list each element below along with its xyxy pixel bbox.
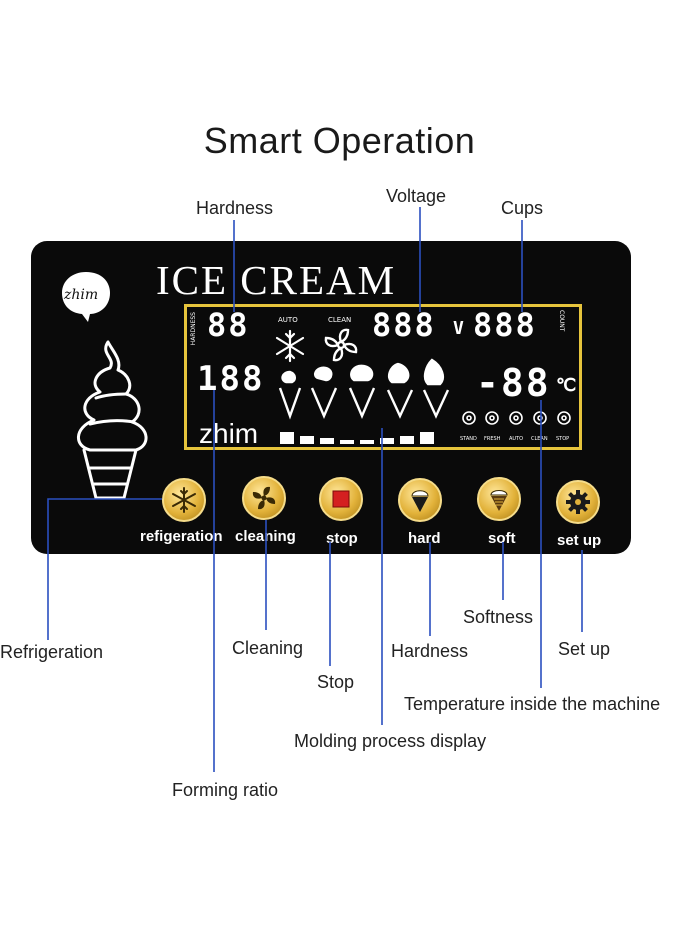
soft-cone-icon — [490, 490, 508, 511]
callout-softness: Softness — [463, 607, 534, 627]
stop-square-icon — [332, 490, 350, 508]
setup-button-label: set up — [557, 532, 602, 549]
cups-readout: 888 — [473, 306, 537, 344]
status-icons — [462, 411, 571, 425]
soft-button-label: soft — [488, 530, 516, 547]
molding-cones-icon — [278, 358, 450, 420]
snowflake-icon — [275, 329, 305, 363]
panel-brand: ICE CREAM — [156, 257, 397, 303]
lcd-logo: zhim — [199, 418, 259, 449]
refrigeration-button-label: refigeration — [140, 528, 223, 545]
voltage-readout: 888 — [372, 306, 436, 344]
status-clean: CLEAN — [531, 436, 548, 442]
cleaning-button[interactable] — [242, 476, 286, 520]
molding-progress-bars — [280, 432, 434, 444]
gear-icon — [566, 490, 590, 514]
callout-refrigeration: Refrigeration — [0, 642, 104, 662]
stop-button-label: stop — [326, 530, 358, 547]
ice-cream-cone-icon — [77, 340, 148, 500]
fan-icon — [252, 486, 276, 510]
cups-side-label: COUNT — [558, 310, 565, 332]
status-auto: AUTO — [509, 436, 524, 442]
refrigeration-button[interactable] — [162, 478, 206, 522]
fan-icon — [324, 328, 358, 362]
status-fresh: FRESH — [484, 436, 501, 442]
callout-hardness-top: Hardness — [196, 198, 274, 218]
lcd-display — [184, 304, 582, 450]
voltage-unit: V — [453, 318, 466, 339]
hard-button[interactable] — [398, 478, 442, 522]
logo-bubble-icon — [62, 272, 110, 322]
status-stop: STOP — [556, 436, 570, 442]
temperature-unit: ℃ — [556, 375, 579, 396]
setup-button[interactable] — [556, 480, 600, 524]
status-stand: STAND — [460, 436, 477, 442]
hard-cone-icon — [411, 490, 429, 512]
callout-set-up: Set up — [558, 639, 611, 659]
callout-forming-ratio: Forming ratio — [172, 780, 279, 800]
hardness-readout: 88 — [207, 306, 250, 344]
snowflake-icon — [172, 487, 196, 513]
callout-temperature: Temperature inside the machine — [404, 694, 661, 714]
page-title: Smart Operation — [203, 120, 476, 161]
hard-button-label: hard — [408, 530, 441, 547]
forming-ratio-readout: 188 — [197, 359, 265, 399]
mode-auto-label: AUTO — [278, 316, 298, 324]
callout-voltage: Voltage — [386, 186, 447, 206]
logo-text: zhim — [64, 287, 99, 303]
mode-clean-label: CLEAN — [328, 316, 352, 324]
soft-button[interactable] — [477, 477, 521, 521]
callout-cups: Cups — [501, 198, 544, 218]
temperature-readout: -88 — [476, 361, 551, 405]
callout-cleaning: Cleaning — [232, 638, 304, 658]
callout-molding: Molding process display — [294, 731, 487, 751]
callout-stop: Stop — [317, 672, 355, 692]
callout-hardness-bottom: Hardness — [391, 641, 469, 661]
stop-button[interactable] — [319, 477, 363, 521]
